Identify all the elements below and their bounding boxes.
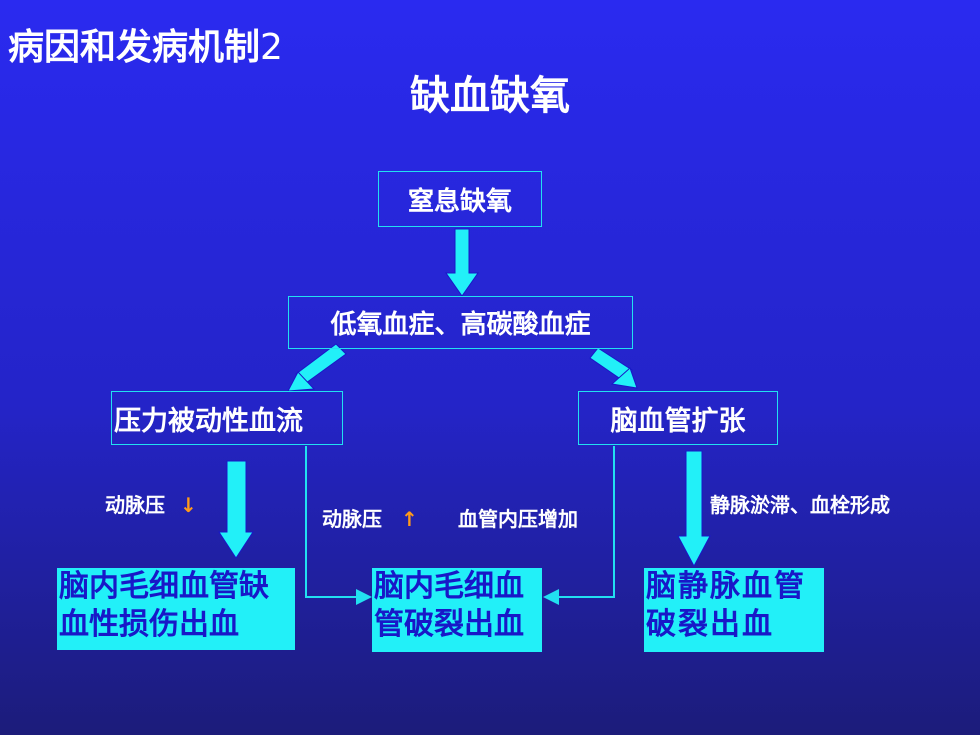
slide-subtitle: 缺血缺氧 [410,73,570,119]
label-intravascular-pressure: 血管内压增加 [458,507,578,531]
connector-left-to-mid [305,446,372,605]
outcome-ischemic-hemorrhage: 脑内毛细血管缺血性损伤出血 [57,568,295,650]
node-vasodilation: 脑血管扩张 [578,391,778,445]
arrow-diag-right [589,347,638,389]
arrow-diag-left [287,343,347,392]
outcome-ischemic-hemorrhage-label: 脑内毛细血管缺血性损伤出血 [59,569,269,642]
outcome-capillary-rupture: 脑内毛细血管破裂出血 [372,568,542,652]
slide-title-text: 病因和发病机制 [8,27,261,68]
label-arterial-pressure-down-text: 动脉压 [105,493,165,517]
slide-title-number: 2 [260,27,283,68]
slide-title: 病因和发病机制2 [8,18,283,70]
connector-right-to-mid [543,446,615,605]
node-hypoxemia: 低氧血症、高碳酸血症 [288,296,633,349]
outcome-capillary-rupture-label: 脑内毛细血管破裂出血 [374,569,524,642]
down-arrow-icon: ↓ [179,493,197,517]
label-venous-stasis: 静脉淤滞、血栓形成 [710,493,890,517]
label-arterial-pressure-up-text: 动脉压 [322,507,382,531]
label-arterial-pressure-up: 动脉压 ↑ [322,503,418,532]
arrow-down-right [677,450,711,568]
outcome-venous-rupture: 脑静脉血管破裂出血 [644,568,824,652]
node-asphyxia: 窒息缺氧 [378,171,542,227]
up-arrow-icon: ↑ [400,507,418,531]
node-pressure-passive: 压力被动性血流 [111,391,343,445]
node-vasodilation-label: 脑血管扩张 [610,405,746,437]
node-pressure-passive-label: 压力被动性血流 [114,405,303,437]
node-asphyxia-label: 窒息缺氧 [407,186,512,217]
arrow-down-1 [445,228,479,297]
arrow-down-left [218,460,254,559]
node-hypoxemia-label: 低氧血症、高碳酸血症 [330,310,591,340]
label-arterial-pressure-down: 动脉压 ↓ [105,489,197,518]
outcome-venous-rupture-label: 脑静脉血管破裂出血 [646,569,806,642]
